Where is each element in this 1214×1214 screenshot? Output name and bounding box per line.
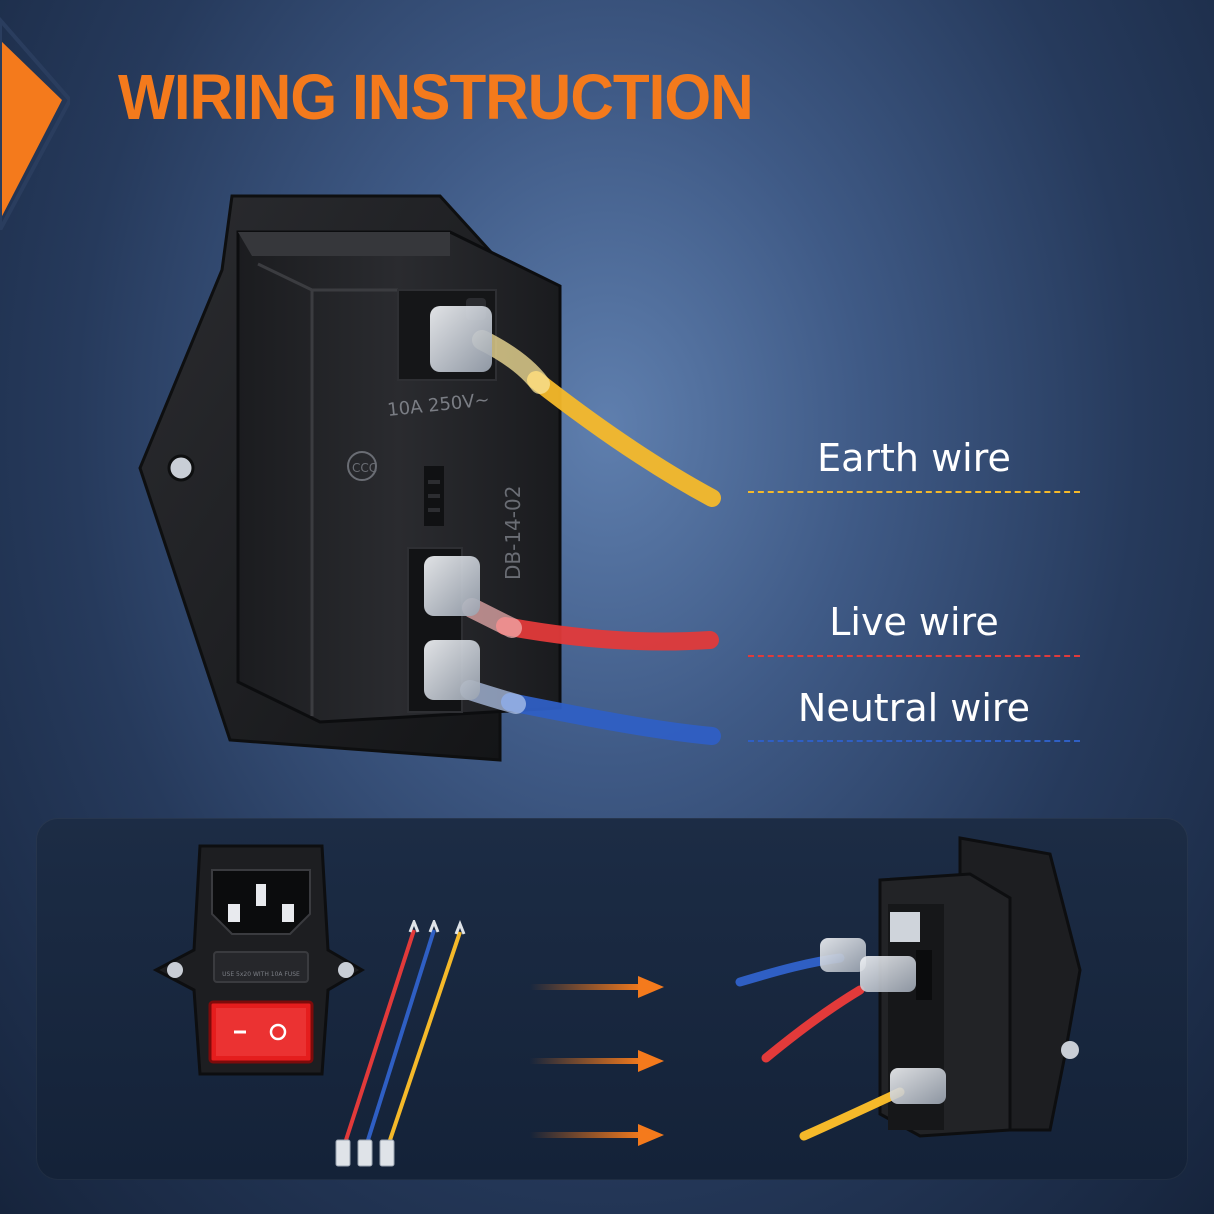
earth-wire-label: Earth wire [817, 436, 1011, 480]
arrow-right-icon [530, 1050, 664, 1072]
rear-neutral-terminal [820, 938, 866, 972]
page-title: WIRING INSTRUCTION [118, 61, 754, 133]
neutral-terminal [424, 640, 480, 700]
fuse-text: USE 5x20 WITH 10A FUSE [222, 971, 300, 978]
earth-wire-cable [527, 371, 721, 507]
neutral-wire-dashed-line [748, 740, 1080, 742]
live-wire-dashed-line [748, 655, 1080, 657]
rear-mounting-hole [1061, 1041, 1079, 1059]
neutral-wire-cable [501, 693, 721, 745]
rear-earth-terminal [890, 1068, 946, 1104]
neutral-wire-label: Neutral wire [797, 686, 1031, 730]
loose-wires-set [335, 920, 466, 1167]
corner-accent-shape [0, 16, 70, 230]
mounting-hole-left [167, 454, 195, 482]
switch-module-illustration: 10A 250V~ CCC DB-14-02 [138, 194, 721, 762]
live-terminal [424, 556, 480, 616]
front-mounting-hole-right [338, 962, 354, 978]
arrow-right-icon [530, 976, 664, 998]
svg-text:CCC: CCC [352, 461, 377, 475]
socket-front-view: USE 5x20 WITH 10A FUSE [152, 844, 365, 1076]
model-text: DB-14-02 [501, 486, 525, 580]
fuse-holder [213, 951, 309, 983]
socket-rear-view-wired [735, 836, 1082, 1141]
rear-live-terminal [860, 956, 916, 992]
switch-off-symbol [269, 1023, 287, 1041]
earth-wire-dashed-line [748, 491, 1080, 493]
live-wire-cable [496, 617, 719, 651]
front-mounting-hole-left [167, 962, 183, 978]
arrow-right-icon [530, 1124, 664, 1146]
live-wire-label: Live wire [829, 600, 999, 644]
earth-terminal [430, 306, 492, 372]
